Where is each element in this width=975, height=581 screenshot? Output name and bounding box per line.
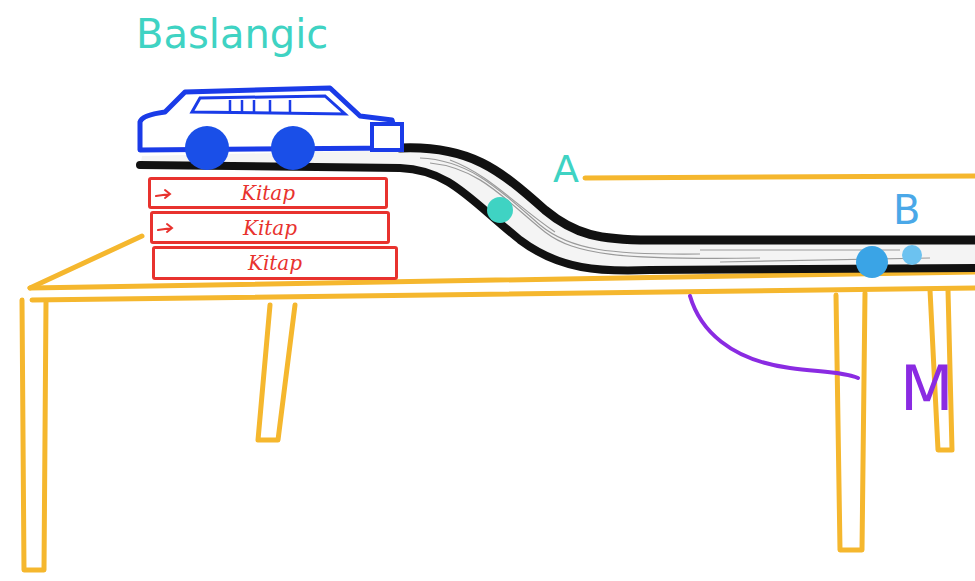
- car-body: [140, 88, 400, 150]
- book-title: Kitap: [241, 183, 295, 203]
- table-leg: [258, 305, 295, 440]
- book-title: Kitap: [248, 253, 302, 273]
- table-front-edge: [30, 272, 975, 288]
- leader-line: [690, 296, 858, 378]
- car-wheel: [271, 126, 315, 170]
- book-box: Kitap: [152, 246, 398, 280]
- toy-car: [140, 88, 402, 170]
- track-edge: [400, 148, 975, 240]
- car-window: [192, 96, 345, 114]
- point-marker: [902, 245, 922, 265]
- book-arrow: [156, 190, 170, 198]
- table-leg: [22, 300, 46, 570]
- track-streak: [450, 160, 555, 232]
- track-streak: [430, 163, 760, 258]
- track-streaks: [420, 158, 930, 262]
- window-lines: [230, 100, 290, 112]
- point-marker: [856, 246, 888, 278]
- book-box: Kitap: [150, 211, 390, 244]
- car-bumper: [372, 124, 402, 150]
- start-label: Baslangic: [136, 14, 328, 54]
- table: [22, 176, 975, 570]
- table-left-side: [30, 236, 142, 288]
- book-box: Kitap: [148, 177, 388, 209]
- point-marker: [487, 197, 513, 223]
- point-label: A: [553, 150, 579, 188]
- car-wheel: [185, 126, 229, 170]
- book-title: Kitap: [243, 218, 297, 238]
- table-back-edge: [585, 176, 975, 178]
- book-arrow: [158, 224, 172, 232]
- point-label: B: [893, 190, 920, 230]
- table-leg: [836, 293, 865, 550]
- callout-label: M: [900, 358, 954, 420]
- track-streak: [720, 258, 930, 262]
